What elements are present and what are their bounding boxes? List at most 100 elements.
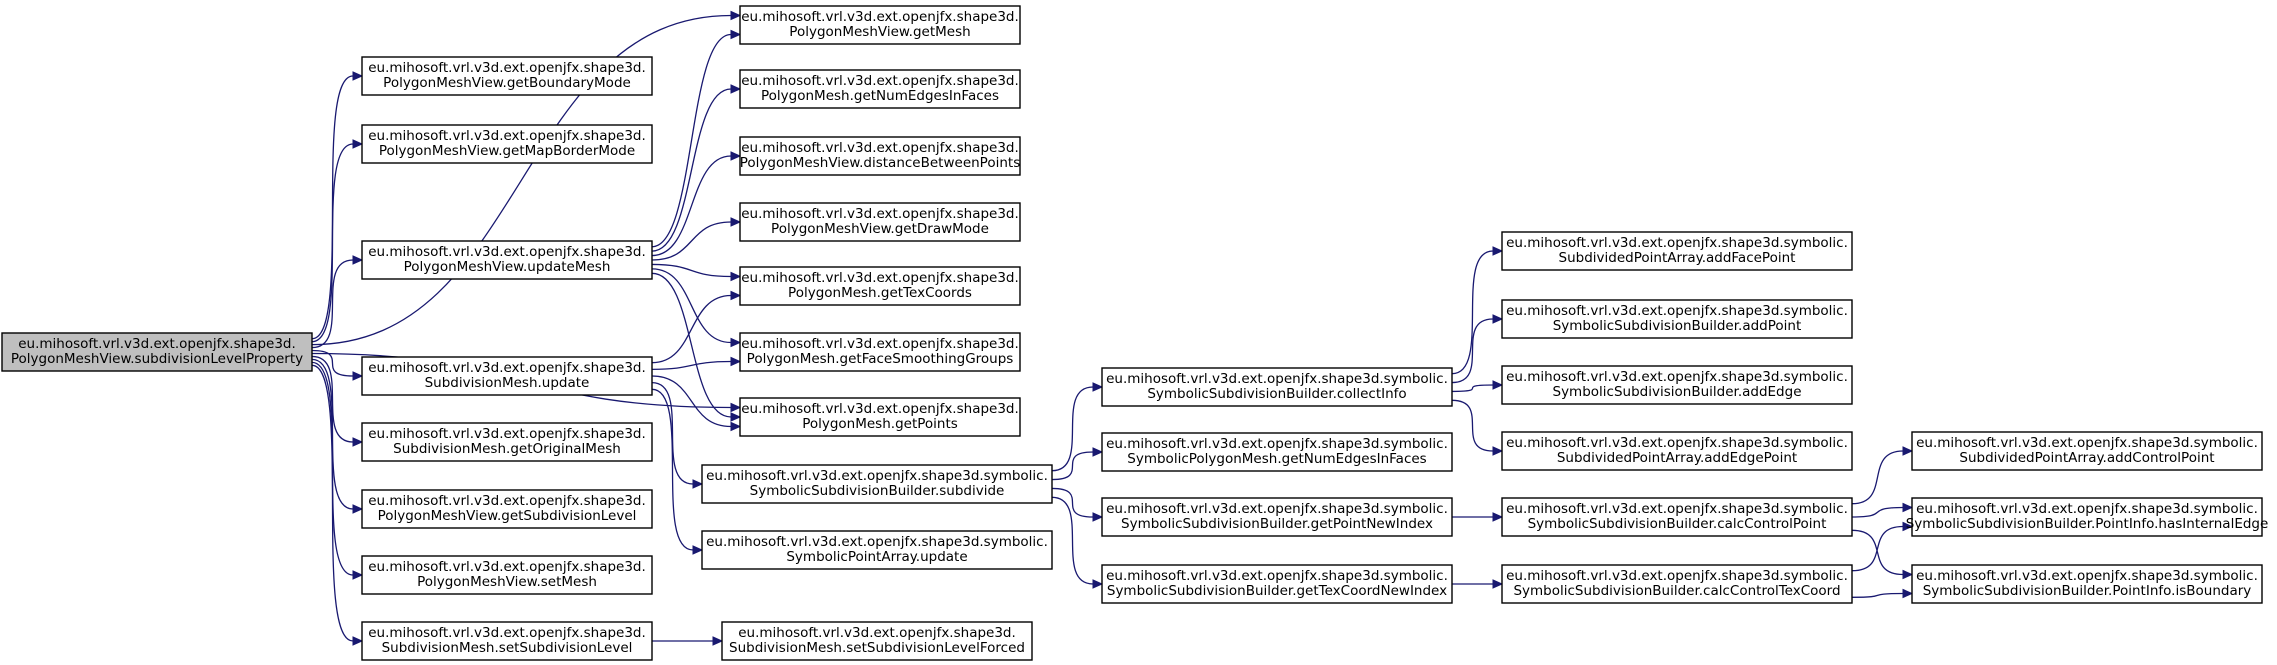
node-set-subdivision-level-forced[interactable]: eu.mihosoft.vrl.v3d.ext.openjfx.shape3d.… <box>721 621 1033 661</box>
node-get-tex-coord-new-index[interactable]: eu.mihosoft.vrl.v3d.ext.openjfx.shape3d.… <box>1101 564 1453 604</box>
node-label-package: eu.mihosoft.vrl.v3d.ext.openjfx.shape3d. <box>741 73 1019 89</box>
node-box <box>1101 497 1453 537</box>
node-get-num-edges-in-faces[interactable]: eu.mihosoft.vrl.v3d.ext.openjfx.shape3d.… <box>739 69 1021 109</box>
edge-arrowhead <box>1092 579 1104 589</box>
node-add-point[interactable]: eu.mihosoft.vrl.v3d.ext.openjfx.shape3d.… <box>1501 299 1853 339</box>
edge-line <box>1051 487 1094 518</box>
node-get-subdivision-level[interactable]: eu.mihosoft.vrl.v3d.ext.openjfx.shape3d.… <box>361 489 653 529</box>
edge-arrowhead <box>730 337 742 348</box>
node-box <box>1911 431 2263 471</box>
edge-calc-control-point-to-is-boundary <box>1851 529 1914 580</box>
edge-line <box>1051 451 1094 481</box>
edge-sm-update-to-get-face-smoothing-groups <box>651 356 742 370</box>
node-is-boundary[interactable]: eu.mihosoft.vrl.v3d.ext.openjfx.shape3d.… <box>1911 564 2263 604</box>
edge-line <box>311 14 732 346</box>
edge-arrowhead <box>730 421 742 432</box>
node-get-mesh[interactable]: eu.mihosoft.vrl.v3d.ext.openjfx.shape3d.… <box>739 5 1021 45</box>
node-label-member: SymbolicSubdivisionBuilder.addPoint <box>1553 318 1802 334</box>
node-label-package: eu.mihosoft.vrl.v3d.ext.openjfx.shape3d.… <box>1106 501 1448 517</box>
node-get-draw-mode[interactable]: eu.mihosoft.vrl.v3d.ext.openjfx.shape3d.… <box>739 202 1021 242</box>
node-set-subdivision-level[interactable]: eu.mihosoft.vrl.v3d.ext.openjfx.shape3d.… <box>361 621 653 661</box>
edge-update-mesh-to-get-face-smoothing-groups <box>651 268 742 348</box>
edge-line <box>1051 386 1094 472</box>
node-label-package: eu.mihosoft.vrl.v3d.ext.openjfx.shape3d. <box>741 206 1019 222</box>
edge-arrowhead <box>1902 569 1914 580</box>
edge-arrowhead <box>692 545 704 555</box>
node-box <box>1501 497 1853 537</box>
node-label-member: SubdividedPointArray.addControlPoint <box>1959 450 2214 466</box>
node-label-member: SymbolicSubdivisionBuilder.collectInfo <box>1147 386 1406 402</box>
node-update-mesh[interactable]: eu.mihosoft.vrl.v3d.ext.openjfx.shape3d.… <box>361 240 653 280</box>
node-sym-get-num-edges[interactable]: eu.mihosoft.vrl.v3d.ext.openjfx.shape3d.… <box>1101 432 1453 472</box>
node-get-boundary-mode[interactable]: eu.mihosoft.vrl.v3d.ext.openjfx.shape3d.… <box>361 56 653 96</box>
edge-root-to-get-mesh <box>311 10 742 346</box>
node-subdivide[interactable]: eu.mihosoft.vrl.v3d.ext.openjfx.shape3d.… <box>701 464 1053 504</box>
node-get-original-mesh[interactable]: eu.mihosoft.vrl.v3d.ext.openjfx.shape3d.… <box>361 422 653 462</box>
node-label-member: SubdividedPointArray.addFacePoint <box>1559 250 1796 266</box>
edge-line <box>651 294 732 364</box>
edge-collect-info-to-add-point <box>1451 314 1504 384</box>
node-label-member: SymbolicSubdivisionBuilder.PointInfo.has… <box>1906 516 2269 532</box>
node-sm-update[interactable]: eu.mihosoft.vrl.v3d.ext.openjfx.shape3d.… <box>361 356 653 396</box>
node-distance-between-points[interactable]: eu.mihosoft.vrl.v3d.ext.openjfx.shape3d.… <box>739 136 1021 176</box>
node-box <box>1101 432 1453 472</box>
node-has-internal-edge[interactable]: eu.mihosoft.vrl.v3d.ext.openjfx.shape3d.… <box>1906 497 2269 537</box>
edges-layer <box>311 10 1914 646</box>
node-add-face-point[interactable]: eu.mihosoft.vrl.v3d.ext.openjfx.shape3d.… <box>1501 231 1853 271</box>
node-root[interactable]: eu.mihosoft.vrl.v3d.ext.openjfx.shape3d.… <box>1 332 313 372</box>
edge-subdivide-to-get-point-new-index <box>1051 487 1104 522</box>
node-label-member: PolygonMeshView.updateMesh <box>404 259 611 275</box>
edge-sm-update-to-get-points <box>651 375 742 432</box>
node-get-face-smoothing-groups[interactable]: eu.mihosoft.vrl.v3d.ext.openjfx.shape3d.… <box>739 332 1021 372</box>
node-label-member: PolygonMeshView.getMesh <box>789 24 970 40</box>
node-collect-info[interactable]: eu.mihosoft.vrl.v3d.ext.openjfx.shape3d.… <box>1101 367 1453 407</box>
edge-arrowhead <box>1492 314 1504 324</box>
edge-line <box>311 364 354 642</box>
node-label-package: eu.mihosoft.vrl.v3d.ext.openjfx.shape3d. <box>738 625 1016 641</box>
node-add-edge[interactable]: eu.mihosoft.vrl.v3d.ext.openjfx.shape3d.… <box>1501 365 1853 405</box>
node-label-package: eu.mihosoft.vrl.v3d.ext.openjfx.shape3d.… <box>1506 369 1848 385</box>
edge-line <box>1051 496 1094 585</box>
edge-collect-info-to-add-face-point <box>1451 246 1504 375</box>
edge-arrowhead <box>730 271 742 282</box>
node-label-member: SubdivisionMesh.setSubdivisionLevelForce… <box>729 640 1025 656</box>
edge-arrowhead <box>1902 588 1914 599</box>
node-label-package: eu.mihosoft.vrl.v3d.ext.openjfx.shape3d. <box>741 9 1019 25</box>
edge-subdivide-to-sym-get-num-edges <box>1051 447 1104 481</box>
node-label-package: eu.mihosoft.vrl.v3d.ext.openjfx.shape3d. <box>368 493 646 509</box>
node-label-member: PolygonMeshView.distanceBetweenPoints <box>740 155 1021 171</box>
node-label-package: eu.mihosoft.vrl.v3d.ext.openjfx.shape3d. <box>741 336 1019 352</box>
edge-calc-control-point-to-has-internal-edge <box>1851 502 1914 518</box>
edge-subdivide-to-collect-info <box>1051 382 1104 472</box>
edge-get-point-new-index-to-calc-control-point <box>1452 512 1504 522</box>
node-get-points[interactable]: eu.mihosoft.vrl.v3d.ext.openjfx.shape3d.… <box>739 397 1021 437</box>
node-label-package: eu.mihosoft.vrl.v3d.ext.openjfx.shape3d. <box>368 244 646 260</box>
edge-line <box>1851 529 1904 576</box>
node-get-tex-coords[interactable]: eu.mihosoft.vrl.v3d.ext.openjfx.shape3d.… <box>739 266 1021 306</box>
node-box <box>739 136 1021 176</box>
edge-line <box>1851 525 1904 572</box>
node-calc-control-point[interactable]: eu.mihosoft.vrl.v3d.ext.openjfx.shape3d.… <box>1501 497 1853 537</box>
edge-line <box>1851 450 1904 505</box>
node-get-point-new-index[interactable]: eu.mihosoft.vrl.v3d.ext.openjfx.shape3d.… <box>1101 497 1453 537</box>
node-calc-control-tex-coord[interactable]: eu.mihosoft.vrl.v3d.ext.openjfx.shape3d.… <box>1501 564 1853 604</box>
node-add-edge-point[interactable]: eu.mihosoft.vrl.v3d.ext.openjfx.shape3d.… <box>1501 431 1853 471</box>
node-label-member: SubdivisionMesh.update <box>425 375 590 391</box>
node-label-package: eu.mihosoft.vrl.v3d.ext.openjfx.shape3d. <box>368 360 646 376</box>
edge-arrowhead <box>1902 521 1914 532</box>
edge-arrowhead <box>1492 246 1504 256</box>
edge-sm-update-to-spa-update <box>651 388 704 555</box>
edge-collect-info-to-add-edge-point <box>1451 399 1504 456</box>
node-box <box>361 356 653 396</box>
edge-update-mesh-to-get-num-edges-in-faces <box>651 84 742 252</box>
edge-arrowhead <box>730 356 742 367</box>
node-box <box>739 202 1021 242</box>
node-set-mesh[interactable]: eu.mihosoft.vrl.v3d.ext.openjfx.shape3d.… <box>361 555 653 595</box>
edge-line <box>1451 399 1494 452</box>
edge-line <box>311 349 354 377</box>
node-label-package: eu.mihosoft.vrl.v3d.ext.openjfx.shape3d. <box>18 336 296 352</box>
node-get-map-border-mode[interactable]: eu.mihosoft.vrl.v3d.ext.openjfx.shape3d.… <box>361 124 653 164</box>
node-spa-update[interactable]: eu.mihosoft.vrl.v3d.ext.openjfx.shape3d.… <box>701 530 1053 570</box>
edge-update-mesh-to-get-mesh <box>651 29 742 248</box>
node-add-control-point[interactable]: eu.mihosoft.vrl.v3d.ext.openjfx.shape3d.… <box>1911 431 2263 471</box>
